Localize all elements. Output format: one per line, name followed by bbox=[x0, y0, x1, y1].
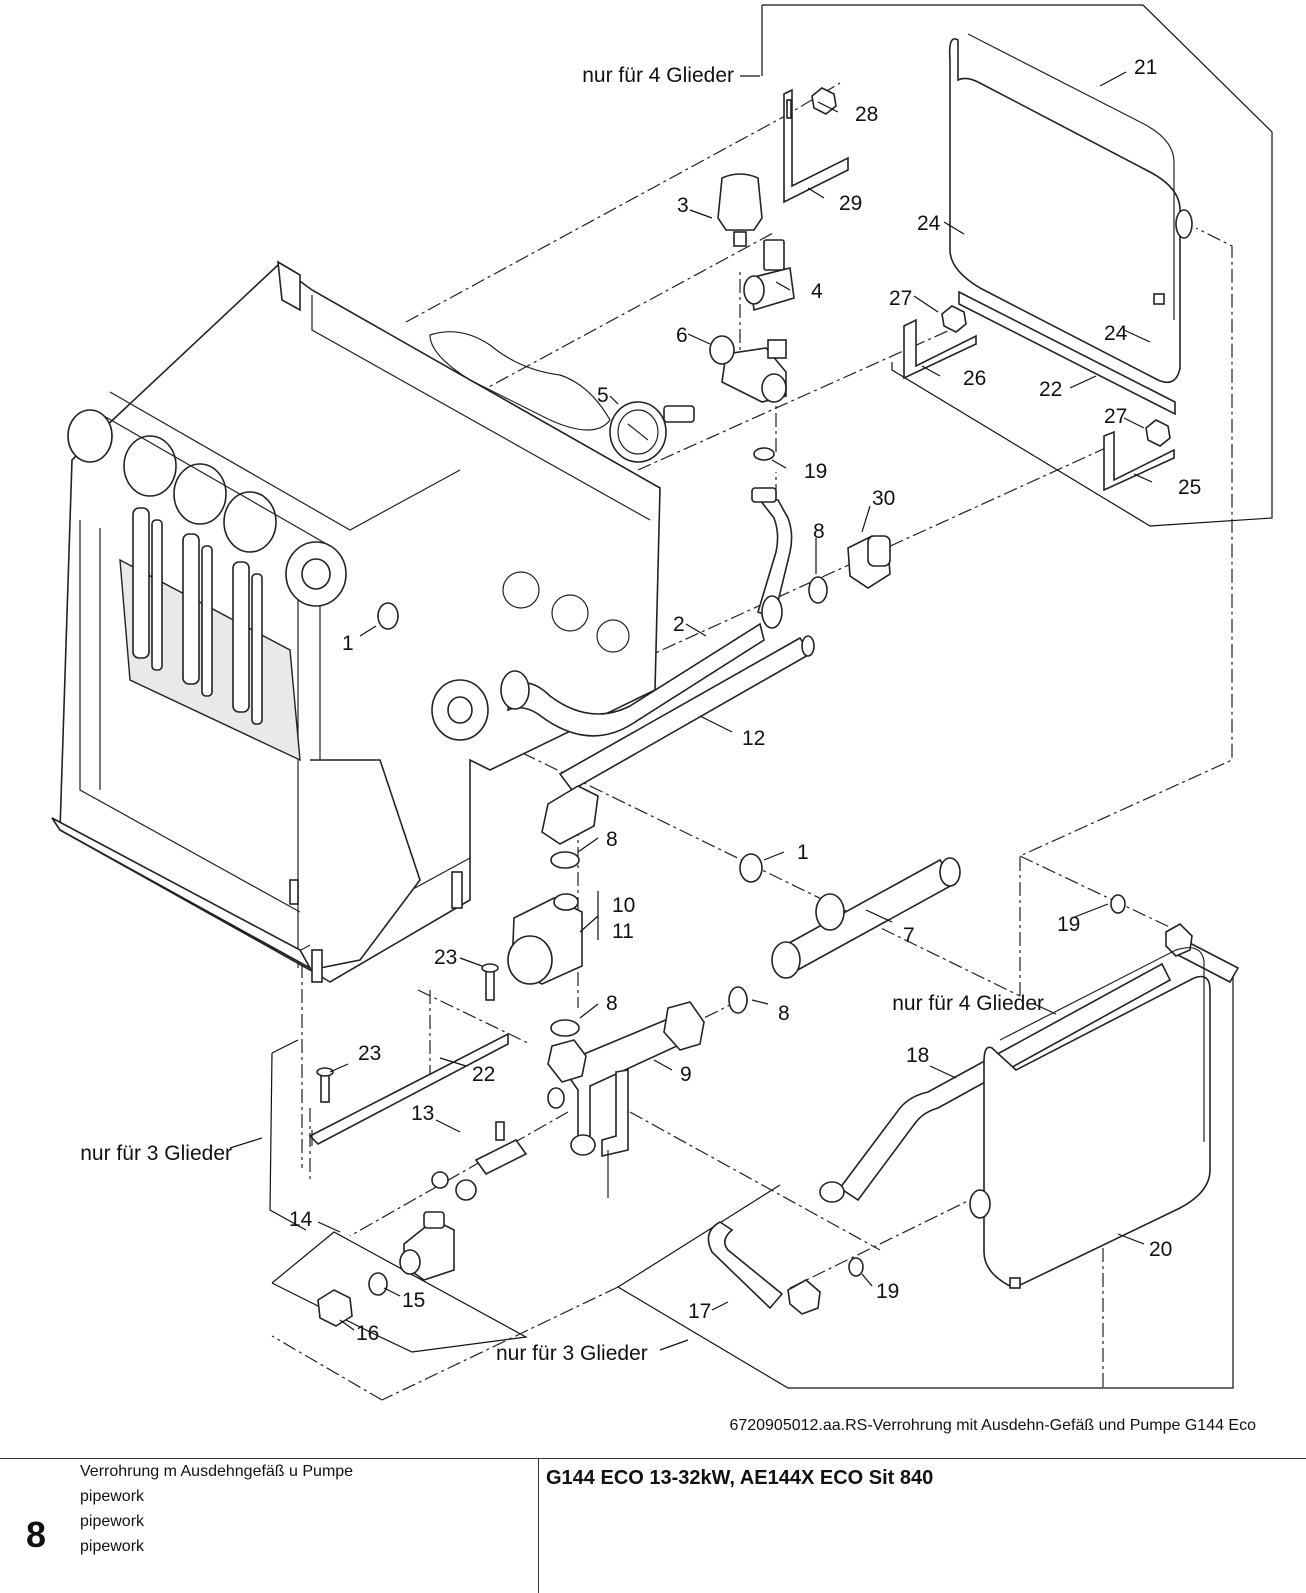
part-label-8b: 8 bbox=[606, 828, 618, 851]
part-label-5: 5 bbox=[597, 384, 609, 407]
part-label-30: 30 bbox=[872, 487, 895, 510]
part-label-3: 3 bbox=[677, 194, 689, 217]
part-label-7: 7 bbox=[903, 924, 915, 947]
part-label-6: 6 bbox=[676, 324, 688, 347]
part-label-19a: 19 bbox=[804, 460, 827, 483]
part-label-11: 11 bbox=[612, 920, 634, 943]
part-label-15: 15 bbox=[402, 1289, 425, 1312]
part-label-24a: 24 bbox=[917, 212, 941, 235]
part-label-12: 12 bbox=[742, 727, 765, 750]
variant-note-right: nur für 4 Glieder bbox=[892, 992, 1044, 1015]
variant-note-bottom: nur für 3 Glieder bbox=[496, 1342, 648, 1365]
drawing-caption: 6720905012.aa.RS-Verrohrung mit Ausdehn-… bbox=[729, 1417, 1256, 1434]
variant-frames bbox=[269, 4, 1273, 1389]
parts-list-footer: 8 Verrohrung m Ausdehngefäß u Pumpe pipe… bbox=[0, 1458, 1306, 1593]
description-line-3: pipework bbox=[80, 1513, 145, 1530]
part-label-8d: 8 bbox=[778, 1002, 790, 1025]
part-label-19b: 19 bbox=[1057, 913, 1080, 936]
variant-note-left: nur für 3 Glieder bbox=[80, 1142, 232, 1165]
description-line-2: pipework bbox=[80, 1488, 145, 1505]
back-plate-holes bbox=[429, 331, 630, 653]
boiler-block bbox=[51, 260, 661, 983]
description-german: Verrohrung m Ausdehngefäß u Pumpe bbox=[80, 1463, 354, 1480]
part-label-22a: 22 bbox=[1039, 378, 1062, 401]
part-label-9: 9 bbox=[680, 1063, 692, 1086]
part-label-1a: 1 bbox=[342, 632, 354, 655]
part-label-29: 29 bbox=[839, 192, 862, 215]
part-label-25: 25 bbox=[1178, 476, 1201, 499]
part-label-28: 28 bbox=[855, 103, 878, 126]
part-label-4: 4 bbox=[811, 280, 823, 303]
part-label-27a: 27 bbox=[889, 287, 912, 310]
part-label-19c: 19 bbox=[876, 1280, 899, 1303]
description-line-4: pipework bbox=[80, 1538, 145, 1555]
part-label-22b: 22 bbox=[472, 1063, 495, 1086]
part-label-20: 20 bbox=[1149, 1238, 1172, 1261]
part-label-23b: 23 bbox=[358, 1042, 381, 1065]
part-label-24b: 24 bbox=[1104, 322, 1128, 345]
variant-note-top: nur für 4 Glieder bbox=[582, 64, 734, 87]
feet bbox=[289, 871, 463, 983]
part-label-23a: 23 bbox=[434, 946, 457, 969]
page-number-cell: 8 bbox=[0, 1459, 80, 1593]
section-tubes bbox=[132, 507, 263, 725]
part-label-8c: 8 bbox=[606, 992, 618, 1015]
part-label-27b: 27 bbox=[1104, 405, 1127, 428]
brackets bbox=[308, 88, 1176, 1146]
small-parts bbox=[316, 87, 1176, 1327]
labels: nur für 4 Glieder nur für 3 Glieder nur … bbox=[80, 56, 1256, 1434]
part-label-18: 18 bbox=[906, 1044, 929, 1067]
pipework bbox=[500, 487, 1240, 1315]
model-designation: G144 ECO 13-32kW, AE144X ECO Sit 840 bbox=[546, 1467, 934, 1489]
part-label-16: 16 bbox=[356, 1322, 379, 1345]
part-label-13: 13 bbox=[411, 1102, 434, 1125]
part-label-14: 14 bbox=[289, 1208, 313, 1231]
part-label-8a: 8 bbox=[813, 520, 825, 543]
section-headers bbox=[67, 391, 489, 741]
part-label-17: 17 bbox=[688, 1300, 711, 1323]
description-cell: Verrohrung m Ausdehngefäß u Pumpe pipewo… bbox=[80, 1459, 539, 1593]
part-label-26: 26 bbox=[963, 367, 986, 390]
part-label-21: 21 bbox=[1134, 56, 1157, 79]
expansion-vessels bbox=[948, 33, 1211, 1289]
part-label-1b: 1 bbox=[797, 841, 809, 864]
part-label-10: 10 bbox=[612, 894, 635, 917]
leader-lines bbox=[229, 71, 1153, 1351]
part-label-2: 2 bbox=[673, 613, 685, 636]
page-number: 8 bbox=[26, 1514, 47, 1555]
